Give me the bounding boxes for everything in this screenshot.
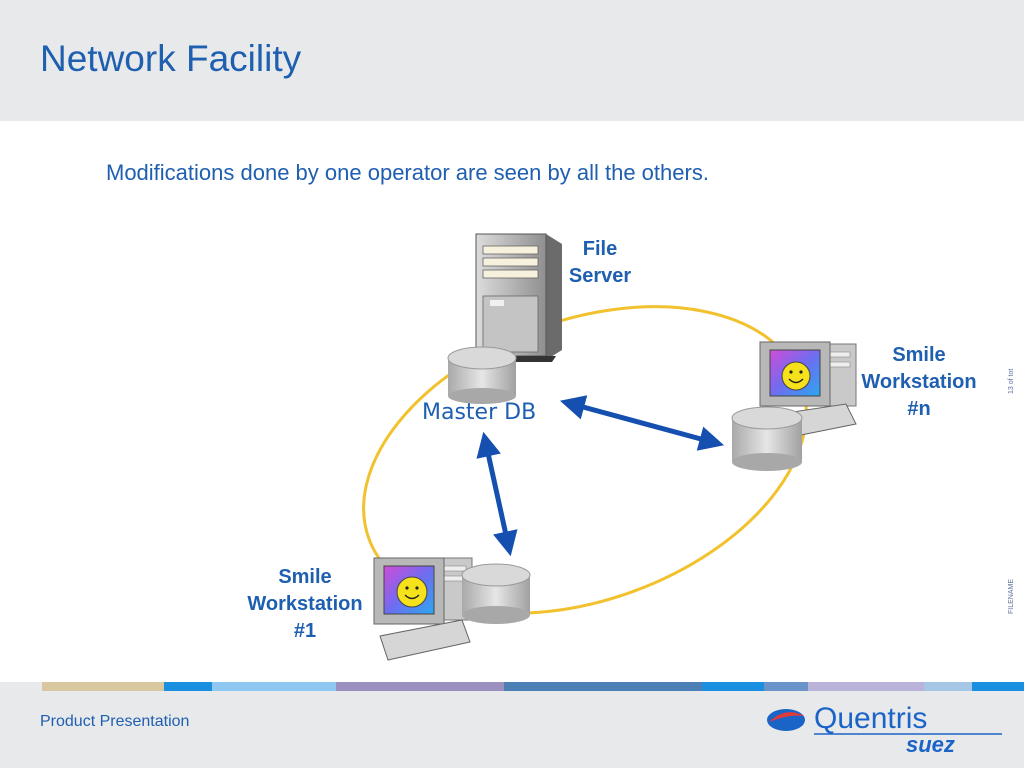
header-band [0, 0, 1024, 121]
page-counter: 13 of tot [1008, 368, 1015, 394]
arrow-db-to-workstation-1 [476, 431, 518, 557]
stripe-segment [972, 682, 1024, 691]
stripe-segment [504, 682, 702, 691]
filename-label: FILENAME [1008, 578, 1015, 614]
stripe-segment [42, 682, 164, 691]
footer-band [0, 682, 1024, 768]
file-server-label: File Server [568, 238, 632, 287]
page-title: Network Facility [40, 38, 302, 79]
arrow-db-to-workstation-n [559, 395, 725, 451]
stripe-segment [924, 682, 972, 691]
color-stripe-bar [42, 682, 1024, 691]
stripe-segment [764, 682, 808, 691]
workstation-1-label: Smile Workstation #1 [247, 566, 363, 642]
stripe-segment [212, 682, 336, 691]
master-db-icon [447, 346, 517, 404]
logo-quentris-text: Quentris [814, 702, 927, 735]
master-db-label: Master DB [422, 400, 537, 425]
footer-product-presentation: Product Presentation [40, 713, 190, 730]
quentris-suez-logo: Quentris suez [767, 702, 1002, 756]
stripe-segment [808, 682, 924, 691]
workstation-n-icon [731, 341, 857, 471]
stripe-segment [164, 682, 212, 691]
logo-suez-text: suez [906, 732, 955, 756]
workstation-1-icon [373, 557, 531, 661]
workstation-n-label: Smile Workstation #n [861, 344, 977, 420]
logo-swoosh-icon [767, 709, 805, 731]
stripe-segment [336, 682, 504, 691]
file-server-icon [475, 233, 562, 362]
subtitle: Modifications done by one operator are s… [106, 160, 709, 185]
stripe-segment [702, 682, 764, 691]
